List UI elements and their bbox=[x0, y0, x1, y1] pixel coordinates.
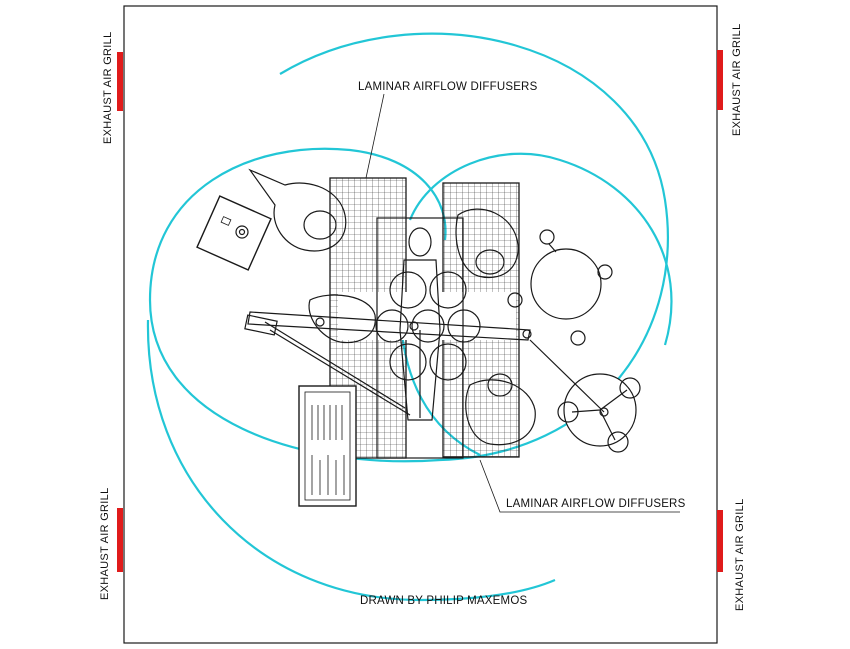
staff-figure-assistant bbox=[308, 294, 376, 344]
staff-figure-surgeon-bottom bbox=[465, 373, 536, 446]
exhaust-grill-label-bottom-right: EXHAUST AIR GRILL bbox=[734, 499, 746, 612]
airflow-curve-right bbox=[408, 152, 673, 346]
drawn-by-credit: DRAWN BY PHILIP MAXEMOS bbox=[360, 595, 527, 607]
surgical-light-heads bbox=[375, 271, 481, 381]
anesthesia-machine bbox=[196, 195, 272, 271]
staff-figure-surgeon-top bbox=[455, 208, 519, 278]
staff-figure-anesthetist bbox=[248, 168, 347, 252]
airflow-curve-left bbox=[148, 147, 447, 463]
diffusers-label-top: LAMINAR AIRFLOW DIFFUSERS bbox=[358, 81, 538, 93]
exhaust-grill-label-top-right: EXHAUST AIR GRILL bbox=[731, 24, 743, 137]
exhaust-grill-label-bottom-left: EXHAUST AIR GRILL bbox=[99, 488, 111, 601]
overhead-light-arm bbox=[244, 311, 532, 416]
exhaust-grill-top-left: EXHAUST AIR GRILL bbox=[102, 32, 123, 145]
patient-figure bbox=[399, 227, 441, 421]
equipment-stand-top bbox=[507, 229, 613, 346]
exhaust-grill-top-right: EXHAUST AIR GRILL bbox=[717, 24, 743, 137]
exhaust-grill-bottom-right: EXHAUST AIR GRILL bbox=[717, 499, 746, 612]
leader-line-bottom bbox=[479, 459, 680, 513]
operating-table bbox=[376, 217, 464, 459]
leader-line-top bbox=[365, 93, 385, 179]
airflow-curve-bottom bbox=[146, 319, 556, 602]
instrument-trolley bbox=[298, 385, 357, 507]
equipment-stand-bottom bbox=[529, 339, 641, 453]
room-wall bbox=[123, 5, 718, 644]
diffuser-panels bbox=[329, 177, 520, 459]
exhaust-grill-label-top-left: EXHAUST AIR GRILL bbox=[102, 32, 114, 145]
diffusers-label-bottom: LAMINAR AIRFLOW DIFFUSERS bbox=[506, 498, 686, 510]
exhaust-grill-bottom-left: EXHAUST AIR GRILL bbox=[99, 488, 123, 601]
